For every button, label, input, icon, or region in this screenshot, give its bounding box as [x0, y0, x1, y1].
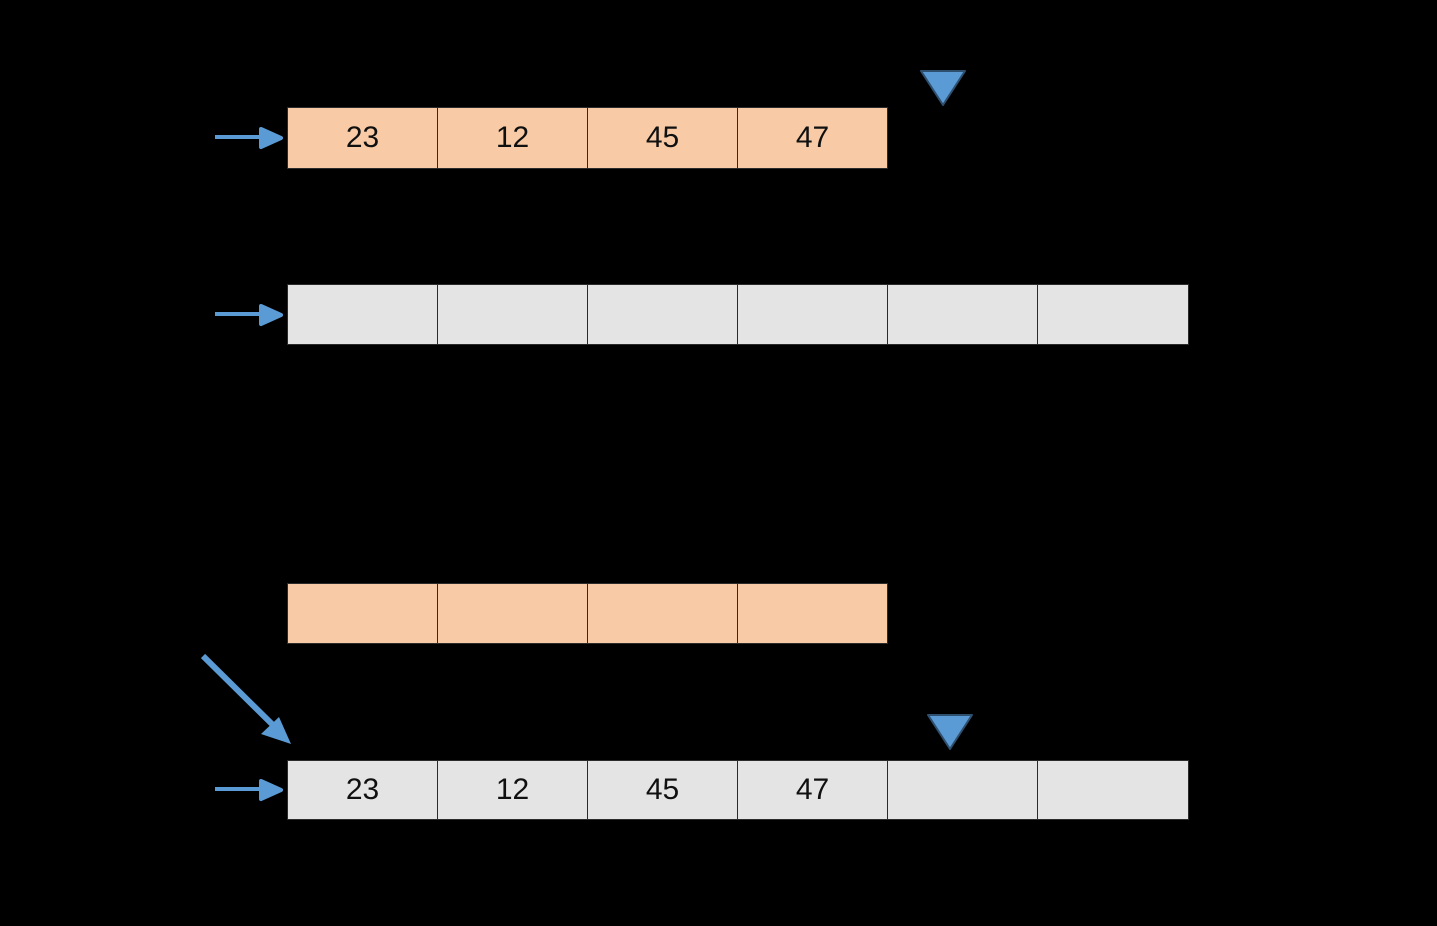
index-pointer-triangle-dest-bottom [926, 712, 974, 752]
copy-diagonal-arrow [195, 648, 305, 753]
array-cell[interactable]: 12 [437, 760, 588, 820]
cell-value: 12 [495, 121, 530, 154]
cell-value: 45 [645, 773, 680, 806]
array-cell[interactable] [737, 583, 888, 644]
cell-value: 47 [795, 121, 830, 154]
array-cell[interactable] [1037, 760, 1189, 820]
source-array-bottom [287, 583, 888, 644]
dest-array-bottom: 23 12 45 47 [287, 760, 1189, 820]
cell-value: 23 [345, 773, 380, 806]
array-cell[interactable] [887, 760, 1038, 820]
array-cell[interactable] [287, 284, 438, 345]
array-cell[interactable]: 12 [437, 107, 588, 169]
array-cell[interactable] [1037, 284, 1189, 345]
cell-value: 47 [795, 773, 830, 806]
array-cell[interactable] [887, 284, 1038, 345]
array-cell[interactable]: 45 [587, 760, 738, 820]
pointer-arrow-dest-array-bottom [215, 777, 283, 803]
array-cell[interactable] [437, 583, 588, 644]
array-cell[interactable] [437, 284, 588, 345]
array-cell[interactable]: 23 [287, 760, 438, 820]
cell-value: 12 [495, 773, 530, 806]
cell-value: 23 [345, 121, 380, 154]
array-cell[interactable]: 47 [737, 760, 888, 820]
array-cell[interactable] [737, 284, 888, 345]
cell-value: 45 [645, 121, 680, 154]
source-array-top: 23 12 45 47 [287, 107, 888, 169]
array-cell[interactable] [587, 583, 738, 644]
pointer-arrow-source-array-top [215, 125, 283, 151]
array-cell[interactable]: 45 [587, 107, 738, 169]
array-cell[interactable] [287, 583, 438, 644]
array-cell[interactable]: 23 [287, 107, 438, 169]
pointer-arrow-dest-array-top [215, 302, 283, 328]
array-cell[interactable]: 47 [737, 107, 888, 169]
array-cell[interactable] [587, 284, 738, 345]
dest-array-top [287, 284, 1189, 345]
index-pointer-triangle-source-top [919, 68, 967, 108]
